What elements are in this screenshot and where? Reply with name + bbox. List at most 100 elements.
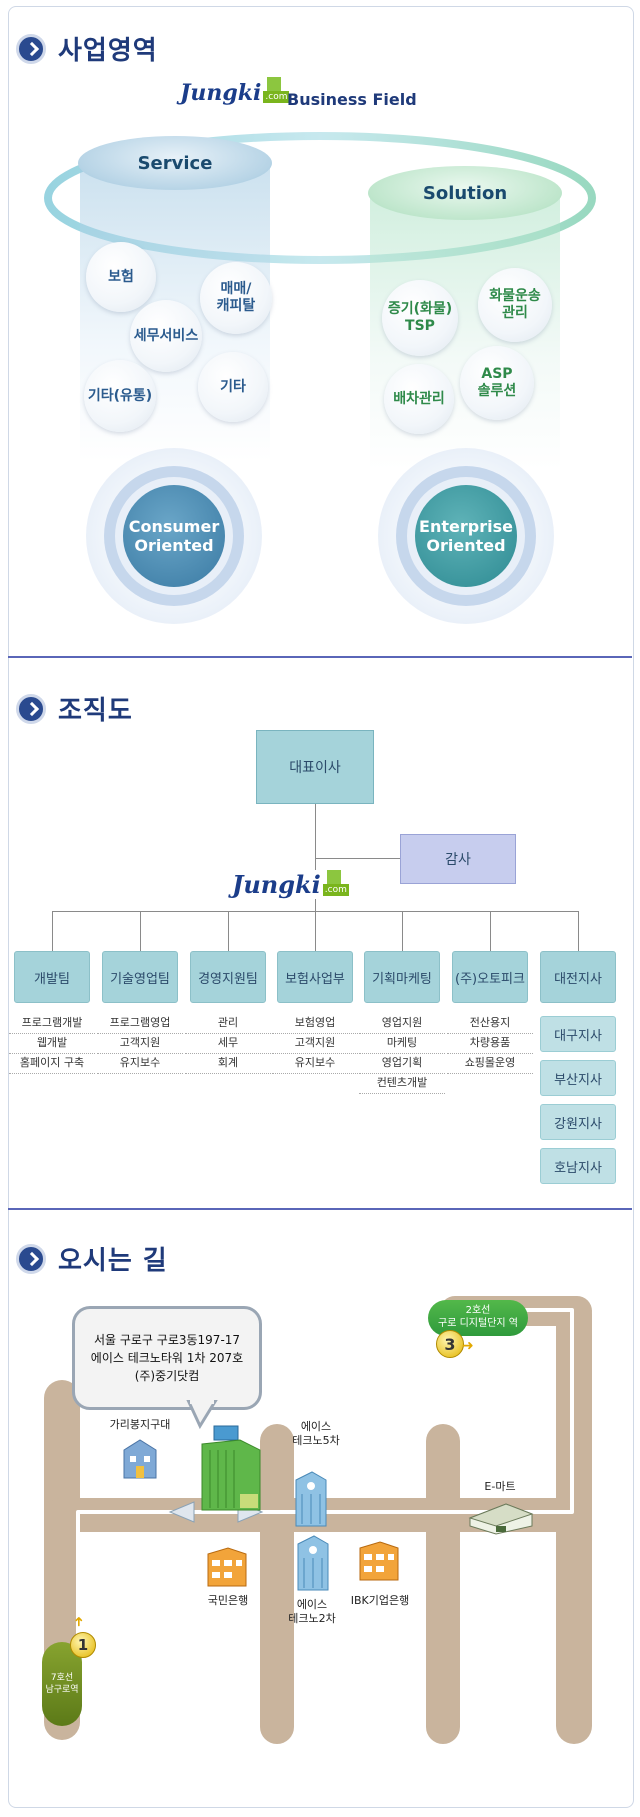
marketing-task-list: 영업지원 마케팅 영업기획 컨텐츠개발 (359, 1014, 445, 1094)
solution-label: Solution (368, 166, 562, 220)
task-item: 영업지원 (359, 1014, 445, 1034)
task-item: 관리 (185, 1014, 271, 1034)
station7-line-label: 7호선 (50, 1673, 74, 1683)
chevron-right-icon (16, 693, 46, 724)
dept-drop-3 (228, 911, 229, 951)
directions-section-header: 오시는 길 (16, 1240, 168, 1277)
station7-name: 남구로역 (45, 1685, 79, 1695)
landmark-ibk: IBK기업은행 (350, 1594, 410, 1607)
org-logo-suffix: .com (322, 870, 349, 896)
org-title: 조직도 (58, 696, 133, 726)
station2-name: 구로 디지털단지 역 (438, 1318, 518, 1329)
service-item-trade: 매매/ 캐피탈 (200, 262, 272, 334)
task-item: 쇼핑몰운영 (447, 1054, 533, 1074)
task-item: 웹개발 (9, 1034, 95, 1054)
task-item: 회계 (185, 1054, 271, 1074)
task-item: 영업기획 (359, 1054, 445, 1074)
autopeak-task-list: 전산용지 차량용품 쇼핑몰운영 (447, 1014, 533, 1074)
org-section-header: 조직도 (16, 690, 133, 727)
service-item-insurance: 보험 (86, 242, 156, 312)
org-logo-brand: Jungki (232, 870, 321, 899)
section-divider-1 (8, 656, 632, 658)
ace5-building-icon (295, 1471, 327, 1527)
solution-item-asp: ASP 솔루션 (460, 346, 534, 420)
chevron-right-icon (16, 1243, 46, 1274)
exit-arrow-up-icon: ➜ (71, 1616, 87, 1627)
callout-pointer (186, 1400, 218, 1430)
address-line-3: (주)중기닷컴 (134, 1369, 200, 1383)
station2-line-label: 2호선 (465, 1305, 491, 1316)
solution-item-tsp: 증기(화물) TSP (382, 280, 458, 356)
management-task-list: 관리 세무 회계 (185, 1014, 271, 1074)
ibk-bank-icon (359, 1541, 399, 1581)
task-item: 마케팅 (359, 1034, 445, 1054)
emart-building-icon (468, 1503, 534, 1535)
dev-task-list: 프로그램개발 웹개발 홈페이지 구축 (9, 1014, 95, 1074)
service-item-etc: 기타 (198, 352, 268, 422)
branch-daegu: 대구지사 (540, 1016, 616, 1052)
dept-drop-6 (490, 911, 491, 951)
section-divider-2 (8, 1208, 632, 1210)
insurance-task-list: 보험영업 고객지원 유지보수 (272, 1014, 358, 1074)
logo-brand: Jungki (180, 80, 262, 106)
branch-gangwon: 강원지사 (540, 1104, 616, 1140)
jungki-logo: Jungki .com (180, 77, 290, 106)
dept-dev: 개발팀 (14, 951, 90, 1003)
task-item: 홈페이지 구축 (9, 1054, 95, 1074)
dept-drop-7 (578, 911, 579, 951)
task-item: 보험영업 (272, 1014, 358, 1034)
dept-daejeon: 대전지사 (540, 951, 616, 1003)
address-line-1: 서울 구로구 구로3동197-17 (93, 1333, 241, 1347)
swirl-ring (44, 132, 596, 264)
task-item: 고객지원 (97, 1034, 183, 1054)
exit-arrow-right-icon: ➜ (462, 1338, 474, 1354)
business-field-label: Business Field (287, 90, 417, 109)
dept-tech-sales: 기술영업팀 (102, 951, 178, 1003)
dept-autopeak: (주)오토피크 (452, 951, 528, 1003)
dept-drop-2 (140, 911, 141, 951)
business-section-header: 사업영역 (16, 30, 158, 67)
org-jungki-logo: Jungki .com (228, 870, 353, 899)
directions-title: 오시는 길 (58, 1246, 168, 1276)
landmark-ace5: 에이스 테크노5차 (292, 1420, 340, 1447)
branch-honam: 호남지사 (540, 1148, 616, 1184)
enterprise-orientation: Enterprise Oriented (378, 448, 554, 624)
task-item: 프로그램개발 (9, 1014, 95, 1034)
dept-drop-5 (402, 911, 403, 951)
service-label: Service (78, 136, 272, 190)
service-item-etc-retail: 기타(유통) (84, 360, 156, 432)
chevron-right-icon (16, 33, 46, 64)
task-item: 유지보수 (97, 1054, 183, 1074)
consumer-oriented-label: Consumer Oriented (123, 485, 225, 587)
dept-insurance: 보험사업부 (277, 951, 353, 1003)
ace2-building-icon (297, 1535, 329, 1591)
kookmin-bank-icon (207, 1547, 247, 1587)
dept-drop-4 (315, 911, 316, 951)
task-item: 컨텐츠개발 (359, 1074, 445, 1094)
ceo-box: 대표이사 (256, 730, 374, 804)
dept-management: 경영지원팀 (190, 951, 266, 1003)
task-item: 유지보수 (272, 1054, 358, 1074)
station2-exit-number: 3 (436, 1330, 464, 1358)
task-item: 프로그램영업 (97, 1014, 183, 1034)
task-item: 세무 (185, 1034, 271, 1054)
service-item-tax: 세무서비스 (130, 300, 202, 372)
dept-drop-1 (52, 911, 53, 951)
consumer-orientation: Consumer Oriented (86, 448, 262, 624)
station7-exit-number: 1 (70, 1632, 96, 1658)
landmark-garibong: 가리봉지구대 (109, 1418, 171, 1431)
branch-busan: 부산지사 (540, 1060, 616, 1096)
enterprise-oriented-label: Enterprise Oriented (415, 485, 517, 587)
address-line-2: 에이스 테크노타워 1차 207호 (90, 1351, 244, 1365)
office-tower-icon (201, 1425, 261, 1511)
road-center-vertical (260, 1424, 294, 1744)
audit-box: 감사 (400, 834, 516, 884)
audit-connector (315, 858, 400, 859)
road-right-vertical (426, 1424, 460, 1744)
task-item: 차량용품 (447, 1034, 533, 1054)
solution-item-dispatch: 배차관리 (384, 364, 454, 434)
landmark-kookmin: 국민은행 (207, 1594, 249, 1607)
business-title: 사업영역 (58, 36, 158, 66)
police-building-icon (123, 1439, 157, 1479)
logo-suffix: .com (263, 77, 290, 103)
